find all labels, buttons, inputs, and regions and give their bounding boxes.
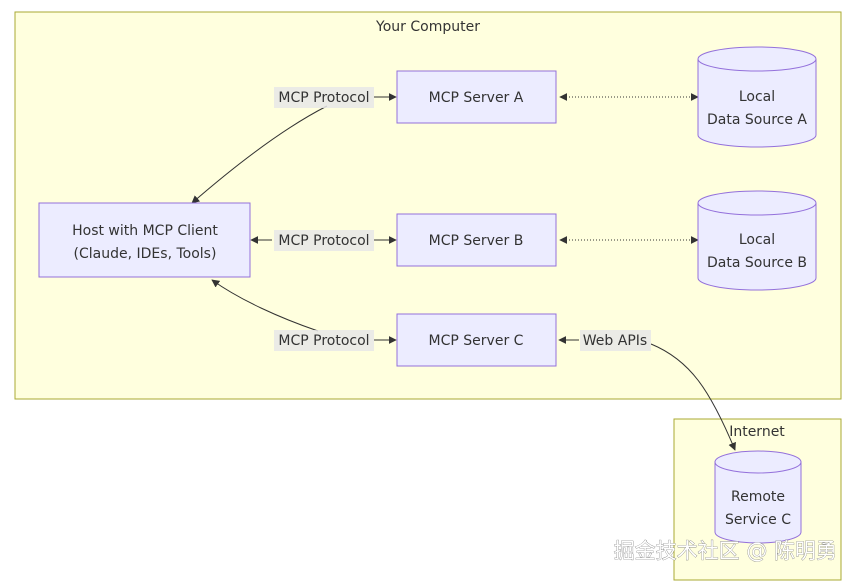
- svg-text:MCP Protocol: MCP Protocol: [278, 233, 369, 249]
- edge-protocol-to-host-a: [191, 105, 328, 204]
- svg-text:Data Source A: Data Source A: [707, 112, 807, 128]
- svg-text:MCP Server C: MCP Server C: [429, 333, 524, 349]
- svg-text:MCP Server A: MCP Server A: [429, 90, 524, 106]
- svg-text:Service C: Service C: [725, 512, 791, 528]
- mcp-server-b-node[interactable]: MCP Server B: [396, 213, 557, 267]
- edge-label-protocol-a: MCP Protocol: [274, 87, 374, 108]
- edge-label-protocol-c: MCP Protocol: [274, 330, 374, 351]
- internet-title: Internet: [729, 424, 785, 440]
- svg-text:Web APIs: Web APIs: [583, 333, 647, 349]
- host-node[interactable]: Host with MCP Client (Claude, IDEs, Tool…: [38, 202, 251, 278]
- remote-service-c-node[interactable]: Remote Service C: [714, 450, 802, 544]
- svg-text:Local: Local: [739, 89, 775, 105]
- svg-text:Remote: Remote: [731, 489, 785, 505]
- svg-text:Host with MCP Client: Host with MCP Client: [72, 223, 218, 239]
- svg-text:Local: Local: [739, 232, 775, 248]
- internet-cluster: Internet: [673, 418, 842, 581]
- svg-text:MCP Server B: MCP Server B: [429, 233, 524, 249]
- mcp-server-c-node[interactable]: MCP Server C: [396, 313, 557, 367]
- edge-label-web-apis: Web APIs: [580, 330, 651, 351]
- local-data-source-a-node[interactable]: Local Data Source A: [697, 46, 817, 148]
- edge-webapis-to-remote: [650, 343, 736, 451]
- edge-label-protocol-b: MCP Protocol: [274, 230, 374, 251]
- svg-text:Data Source B: Data Source B: [707, 255, 807, 271]
- mcp-server-a-node[interactable]: MCP Server A: [396, 70, 557, 124]
- svg-text:(Claude, IDEs, Tools): (Claude, IDEs, Tools): [74, 246, 217, 262]
- svg-text:MCP Protocol: MCP Protocol: [278, 90, 369, 106]
- edge-protocol-to-host-c: [211, 279, 319, 332]
- local-data-source-b-node[interactable]: Local Data Source B: [697, 190, 817, 291]
- svg-text:MCP Protocol: MCP Protocol: [278, 333, 369, 349]
- watermark-text: 掘金技术社区 @ 陈明勇: [614, 539, 837, 563]
- your-computer-title: Your Computer: [375, 19, 480, 35]
